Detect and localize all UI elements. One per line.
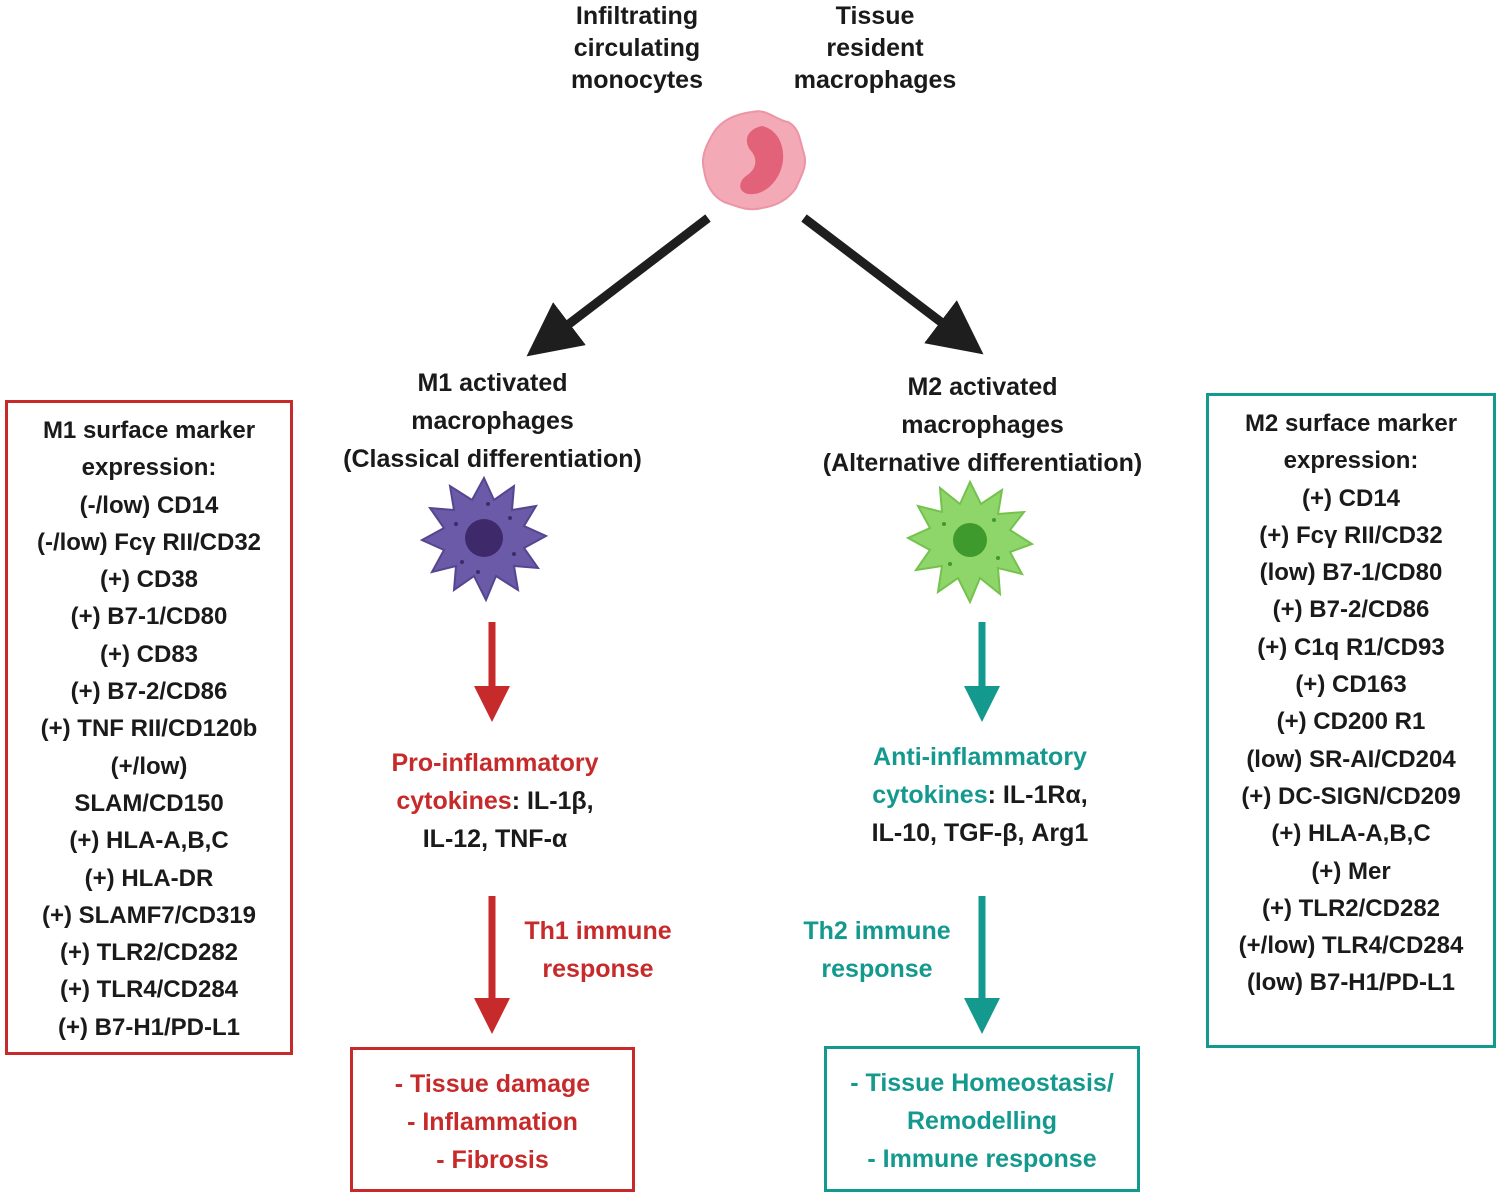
resident-macrophages-label: Tissue resident macrophages bbox=[793, 2, 957, 94]
m1-cytokine-arrow bbox=[474, 622, 510, 722]
m2-cytokines: Anti-inflammatory cytokines: IL-1Rα, IL-… bbox=[871, 743, 1089, 847]
m1-title: M1 activated macrophages (Classical diff… bbox=[343, 369, 642, 473]
m2-response-arrow bbox=[964, 896, 1000, 1034]
m2-outcome-box: - Tissue Homeostasis/ Remodelling - Immu… bbox=[824, 1046, 1140, 1192]
monocyte-cell-icon bbox=[702, 110, 806, 211]
monocytes-label: Infiltrating circulating monocytes bbox=[571, 2, 703, 94]
arrow-to-m2 bbox=[801, 214, 984, 355]
m2-title: M2 activated macrophages (Alternative di… bbox=[822, 373, 1143, 477]
m2-surface-markers-box: M2 surface marker expression: (+) CD14 (… bbox=[1206, 393, 1496, 1048]
m1-response-arrow bbox=[474, 896, 510, 1034]
m1-macrophage-icon bbox=[419, 475, 549, 603]
arrow-to-m1 bbox=[526, 214, 711, 357]
m2-cytokine-arrow bbox=[964, 622, 1000, 722]
m1-cytokines: Pro-inflammatory cytokines: IL-1β, IL-12… bbox=[391, 749, 599, 853]
m1-outcome-box: - Tissue damage - Inflammation - Fibrosi… bbox=[350, 1047, 635, 1192]
m1-surface-markers-box: M1 surface marker expression: (-/low) CD… bbox=[5, 400, 293, 1055]
th2-response-label: Th2 immune response bbox=[803, 917, 951, 983]
m2-macrophage-icon bbox=[905, 479, 1035, 605]
th1-response-label: Th1 immune response bbox=[524, 917, 672, 983]
